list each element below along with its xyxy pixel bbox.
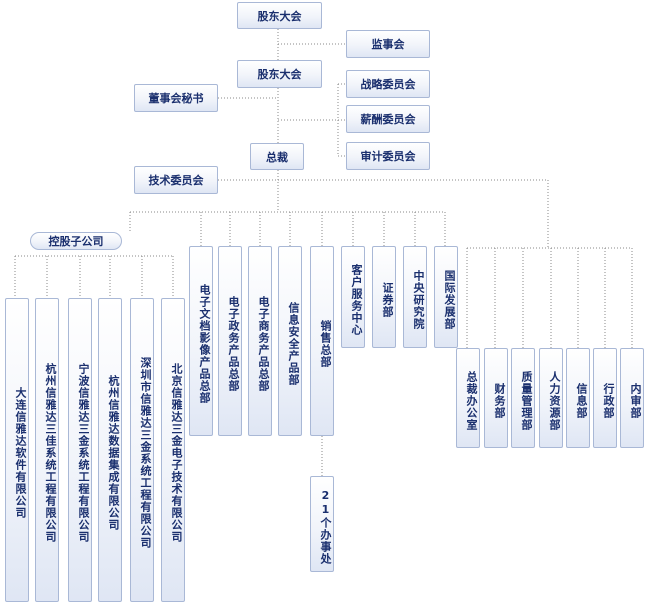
- business-unit-label: 销售总部: [319, 320, 332, 368]
- business-unit-box: 电子文档影像产品总部: [189, 246, 213, 436]
- president-label: 总裁: [266, 150, 288, 164]
- board-label: 股东大会: [257, 68, 302, 81]
- compensation-committee-label: 薪酬委员会: [360, 113, 416, 126]
- business-unit-label: 电子文档影像产品总部: [198, 284, 211, 404]
- subsidiary-label: 大连信雅达软件有限公司: [14, 387, 27, 519]
- business-unit-box: 证券部: [372, 246, 396, 348]
- tech-committee-label: 技术委员会: [148, 174, 204, 187]
- subsidiary-box: 杭州信雅达数据集成有限公司: [98, 298, 122, 602]
- audit-committee-label: 审计委员会: [360, 150, 416, 163]
- board-secretary-box: 董事会秘书: [134, 84, 218, 112]
- board-box: 股东大会: [237, 60, 322, 88]
- tech-committee-box: 技术委员会: [134, 166, 218, 194]
- functional-dept-label: 人力资源部: [548, 371, 561, 431]
- audit-committee-box: 审计委员会: [346, 142, 430, 170]
- business-unit-box: 信息安全产品部: [278, 246, 302, 436]
- business-unit-label: 中央研究院: [412, 270, 425, 330]
- subsidiary-label: 北京信雅达三金电子技术有限公司: [170, 363, 183, 543]
- business-unit-label: 电子商务产品总部: [257, 296, 270, 392]
- subsidiaries-header-label: 控股子公司: [48, 235, 104, 248]
- functional-dept-box: 内审部: [620, 348, 644, 448]
- business-unit-label: 电子政务产品总部: [227, 296, 240, 392]
- strategy-committee-box: 战略委员会: [346, 70, 430, 98]
- subsidiary-box: 宁波信雅达三金系统工程有限公司: [68, 298, 92, 602]
- business-unit-label: 信息安全产品部: [287, 302, 300, 386]
- board-secretary-label: 董事会秘书: [148, 92, 204, 105]
- subsidiary-label: 深圳市信雅达三金系统工程有限公司: [139, 357, 152, 549]
- president-box: 总裁: [250, 143, 304, 170]
- functional-dept-box: 行政部: [593, 348, 617, 448]
- functional-dept-label: 行政部: [602, 383, 615, 419]
- business-unit-box: 电子商务产品总部: [248, 246, 272, 436]
- subsidiaries-header: 控股子公司: [30, 232, 122, 250]
- subsidiary-box: 深圳市信雅达三金系统工程有限公司: [130, 298, 154, 602]
- subsidiary-label: 杭州信雅达三佳系统工程有限公司: [44, 363, 57, 543]
- strategy-committee-label: 战略委员会: [360, 78, 416, 91]
- shareholders-meeting-label: 股东大会: [257, 9, 302, 23]
- functional-dept-label: 总裁办公室: [465, 371, 478, 431]
- business-unit-box: 客户服务中心: [341, 246, 365, 348]
- business-unit-label: 客户服务中心: [350, 264, 363, 336]
- functional-dept-label: 财务部: [493, 383, 506, 419]
- subsidiary-box: 北京信雅达三金电子技术有限公司: [161, 298, 185, 602]
- subsidiary-box: 大连信雅达软件有限公司: [5, 298, 29, 602]
- subsidiary-box: 杭州信雅达三佳系统工程有限公司: [35, 298, 59, 602]
- functional-dept-label: 质量管理部: [520, 371, 533, 431]
- sales-offices-box: 21个办事处: [310, 476, 334, 572]
- functional-dept-box: 人力资源部: [539, 348, 563, 448]
- functional-dept-box: 总裁办公室: [456, 348, 480, 448]
- business-unit-label: 国际发展部: [443, 270, 456, 330]
- functional-dept-box: 信息部: [566, 348, 590, 448]
- shareholders-meeting-box: 股东大会: [237, 2, 322, 29]
- sales-offices-label: 21个办事处: [319, 489, 332, 565]
- business-unit-box: 电子政务产品总部: [218, 246, 242, 436]
- subsidiary-label: 杭州信雅达数据集成有限公司: [107, 375, 120, 531]
- functional-dept-box: 财务部: [484, 348, 508, 448]
- business-unit-label: 证券部: [381, 282, 394, 318]
- business-unit-box: 销售总部: [310, 246, 334, 436]
- subsidiary-label: 宁波信雅达三金系统工程有限公司: [77, 363, 90, 543]
- business-unit-box: 中央研究院: [403, 246, 427, 348]
- functional-dept-label: 内审部: [629, 383, 642, 419]
- supervisory-board-label: 监事会: [371, 38, 405, 51]
- business-unit-box: 国际发展部: [434, 246, 458, 348]
- compensation-committee-box: 薪酬委员会: [346, 105, 430, 133]
- supervisory-board-box: 监事会: [346, 30, 430, 58]
- functional-dept-box: 质量管理部: [511, 348, 535, 448]
- functional-dept-label: 信息部: [575, 383, 588, 419]
